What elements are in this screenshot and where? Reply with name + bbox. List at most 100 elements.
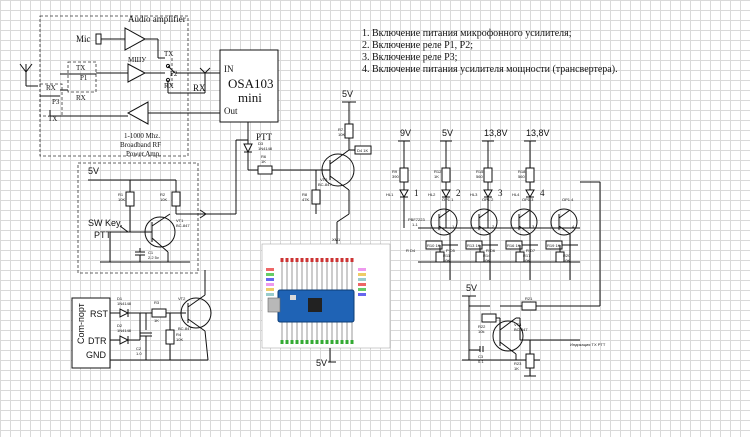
arduino-top-pin-marker: [340, 258, 344, 262]
optocoupler-1: [430, 208, 458, 236]
arduino-bottom-pins: [280, 322, 354, 344]
led-label-3: HL3: [470, 192, 478, 197]
sw-key-frame: [77, 162, 199, 274]
rf-power-amp-triangle: [126, 101, 149, 125]
ptt-label: PTT: [256, 132, 273, 142]
resistor-r7: [344, 123, 354, 139]
led-4: [525, 189, 535, 199]
rx-label-3: RX: [46, 84, 56, 92]
driver-label-2: P D5: [446, 248, 456, 253]
chip-value: 1-1: [412, 222, 419, 227]
arduino-right-color-tag: [358, 283, 366, 286]
top-resistor-label-1: R9: [392, 169, 398, 174]
arduino-reset-button: [290, 295, 296, 300]
diode-d2: [119, 335, 130, 345]
d4-label: D4 1K: [357, 148, 368, 153]
lna-triangle: [127, 63, 147, 83]
arduino-bottom-pin-marker: [335, 340, 339, 344]
arduino-usb-icon: [267, 297, 281, 313]
resistor-r22: [481, 313, 497, 323]
relay-supply-4: 13,8V: [526, 128, 550, 138]
arduino-supply: 5V: [316, 358, 327, 368]
c1-value: 2.2 5v: [148, 255, 159, 260]
mshu-label: МШУ: [128, 56, 146, 64]
bottom-right-section: 5V R21 R22 10k VT4 BC-847 Индикация TX P…: [462, 283, 606, 377]
relay-supply-3: 13,8V: [484, 128, 508, 138]
bottom-resistor-label-3: R17: [523, 253, 531, 258]
tx-label-2: TX: [76, 64, 85, 72]
com-pin-gnd: GND: [86, 350, 107, 360]
arduino-nano: XM1 5V: [261, 237, 391, 368]
opto-label-4: OP1.4: [562, 197, 574, 202]
top-resistor-value-3: 560: [476, 174, 483, 179]
in-label: IN: [224, 64, 234, 74]
arduino-top-pin-marker: [345, 258, 349, 262]
opto-label-3: OP1.3: [522, 197, 534, 202]
r4-value: 10K: [176, 337, 183, 342]
transceiver-osa103: OSA103 mini IN RX Out: [190, 49, 279, 140]
vt1-value: BC-847: [176, 223, 190, 228]
vt2-value: BC-847: [178, 326, 192, 331]
vt4-label: VT4: [514, 322, 522, 327]
sw-key-supply: 5V: [88, 166, 99, 176]
output-label: Индикация TX PTT: [570, 342, 606, 347]
resistor-r8: [311, 189, 321, 205]
arduino-left-color-tag: [266, 288, 274, 291]
arduino-bottom-pin-marker: [290, 340, 294, 344]
arduino-mcu-chip: [308, 298, 322, 312]
driver-resistor-label-2: R13 1K: [467, 243, 481, 248]
arduino-bottom-pin-marker: [330, 340, 334, 344]
arduino-right-color-tag: [358, 288, 366, 291]
relay-number-3: 3: [498, 188, 503, 198]
arduino-top-pin-marker: [335, 258, 339, 262]
transceiver-box: [219, 49, 279, 123]
led-label-4: HL4: [512, 192, 520, 197]
c2-label: C2: [136, 346, 142, 351]
opto-collector: [438, 209, 451, 219]
resistor-r3: [151, 308, 167, 318]
opto-pin-2: 2: [492, 224, 495, 229]
opto-label-1: OP1.1: [442, 197, 454, 202]
transceiver-name-1: OSA103: [228, 76, 274, 91]
led-label-2: HL2: [428, 192, 436, 197]
vt2-label: VT2: [178, 296, 186, 301]
resistor-r4: [165, 329, 175, 345]
opto-emitter: [438, 225, 451, 235]
top-resistor-label-3: R15: [476, 169, 484, 174]
vt3-value: BC-847: [318, 182, 332, 187]
arduino-bottom-pin-marker: [325, 340, 329, 344]
arduino-bottom-pin-marker: [280, 340, 284, 344]
r4-label: R4: [176, 332, 182, 337]
audio-amp-triangle: [124, 27, 147, 51]
arduino-bottom-pin-marker: [315, 340, 319, 344]
resistor-top-4: [525, 167, 535, 183]
tx-label-3: TX: [48, 115, 57, 123]
arduino-bottom-pin-marker: [340, 340, 344, 344]
vt4-value: BC-847: [514, 327, 528, 332]
top-resistor-value-2: 1K: [434, 174, 439, 179]
bottom-resistor-value-4: 10K: [563, 258, 570, 263]
arduino-top-pin-marker: [315, 258, 319, 262]
arduino-top-pin-marker: [330, 258, 334, 262]
opto-emitter: [558, 225, 571, 235]
bottom-resistor-value-3: 10K: [523, 258, 530, 263]
transceiver-name-2: mini: [238, 90, 262, 105]
relay-supply-1: 9V: [400, 128, 411, 138]
arduino-bottom-pin-marker: [310, 340, 314, 344]
relay-p3-label: P3: [52, 98, 60, 106]
arduino-top-pin-marker: [350, 258, 354, 262]
diode-d1: [119, 308, 130, 318]
arduino-top-pin-marker: [300, 258, 304, 262]
arduino-right-color-tag: [358, 278, 366, 281]
r6-value: 1K: [261, 159, 266, 164]
arduino-bottom-pin-marker: [320, 340, 324, 344]
diode-d3: [243, 143, 253, 154]
r23-value: 1K: [514, 366, 519, 371]
r23-label: R23: [514, 361, 522, 366]
r8-value: 47K: [302, 197, 309, 202]
tx-label-1: TX: [164, 50, 173, 58]
arduino-bottom-pin-marker: [285, 340, 289, 344]
r7-value: 10K: [338, 132, 345, 137]
